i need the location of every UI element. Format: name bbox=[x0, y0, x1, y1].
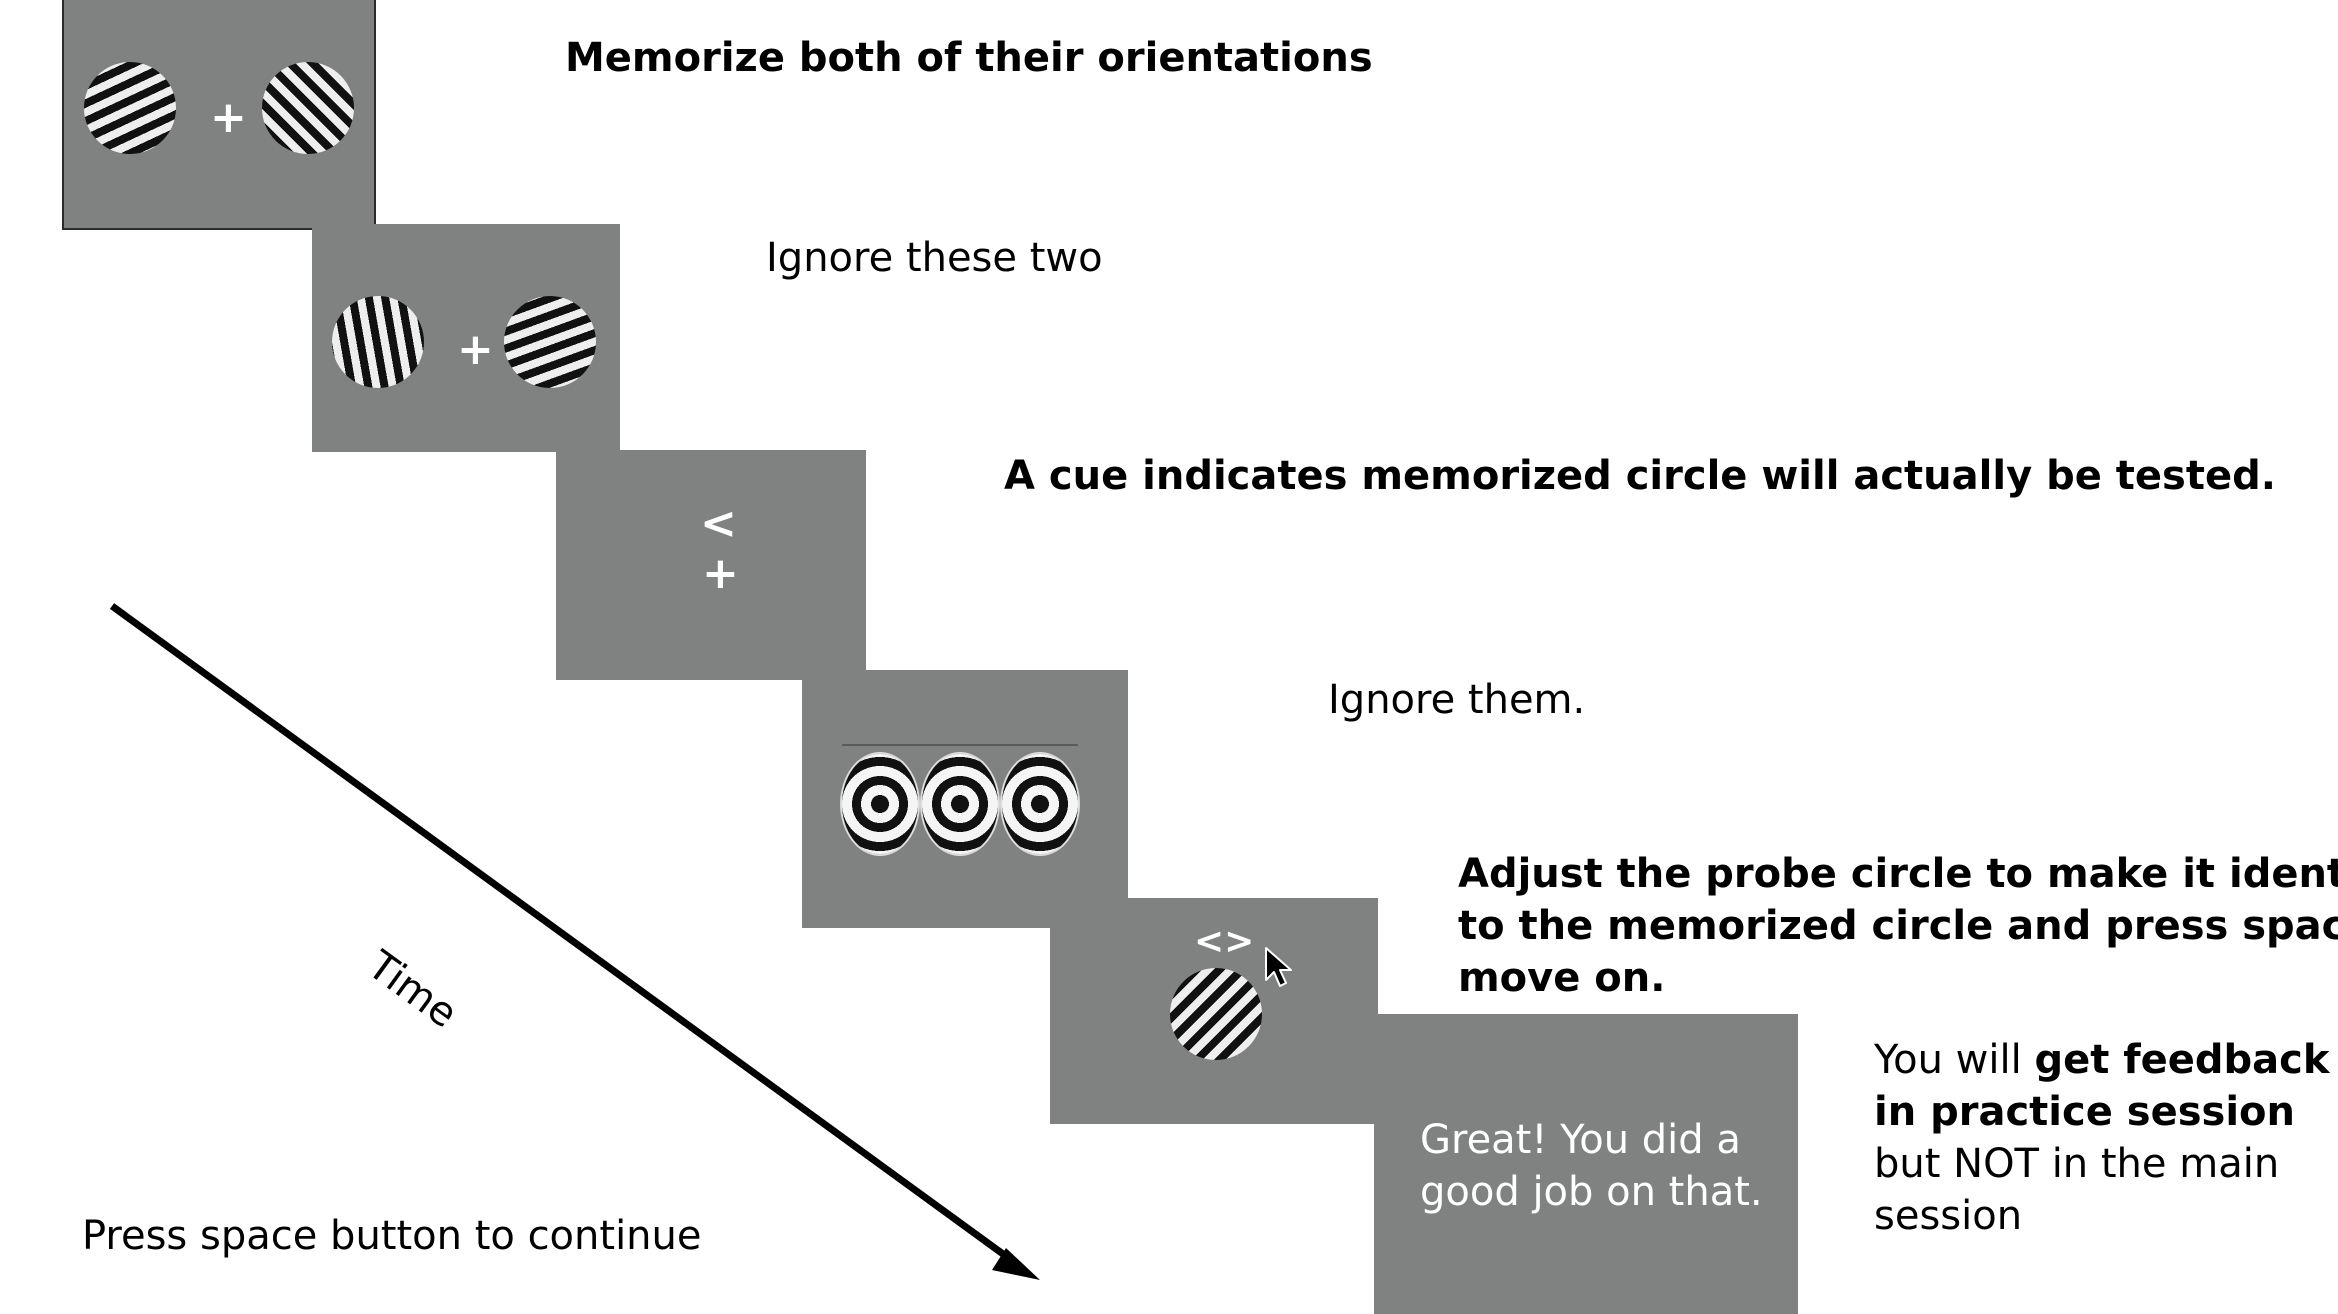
probe-instruction-line: move on. bbox=[1458, 955, 1666, 1001]
feedback-note-line: You will get feedback bbox=[1874, 1037, 2330, 1083]
mask-screen bbox=[802, 670, 1128, 928]
fixation-cross: + bbox=[702, 548, 739, 599]
concentric-ring bbox=[842, 754, 918, 854]
feedback-screen: Great! You did a good job on that. bbox=[1374, 1014, 1798, 1314]
feedback-note-line: but NOT in the main bbox=[1874, 1141, 2280, 1187]
fixation-cross: + bbox=[210, 92, 247, 143]
feedback-line: good job on that. bbox=[1420, 1169, 1763, 1215]
distract-instruction: Ignore these two bbox=[766, 235, 1103, 281]
cue-arrow: < bbox=[700, 498, 737, 549]
grating-left-vertical bbox=[332, 296, 424, 388]
probe-cue: <> bbox=[1194, 921, 1255, 962]
mask-line bbox=[842, 744, 1078, 746]
grating-right-horizontal bbox=[504, 296, 596, 388]
probe-instruction-line: Adjust the probe circle to make it ident… bbox=[1458, 851, 2338, 897]
concentric-ring bbox=[922, 754, 998, 854]
feedback-note-line: in practice session bbox=[1874, 1089, 2295, 1135]
probe-instruction-line: to the memorized circle and press space … bbox=[1458, 903, 2338, 949]
grating-right-diagonal bbox=[262, 62, 354, 154]
mouse-pointer-icon bbox=[1265, 947, 1292, 987]
continue-prompt: Press space button to continue bbox=[82, 1213, 702, 1259]
feedback-line: Great! You did a bbox=[1420, 1117, 1741, 1163]
feedback-note: You will get feedback in practice sessio… bbox=[1874, 1034, 2329, 1242]
cue-screen: < + bbox=[556, 450, 866, 680]
encode-instruction: Memorize both of their orientations bbox=[565, 35, 1373, 81]
probe-instruction: Adjust the probe circle to make it ident… bbox=[1458, 848, 2338, 1004]
mask-instruction: Ignore them. bbox=[1328, 677, 1586, 723]
concentric-ring bbox=[1002, 754, 1078, 854]
probe-grating[interactable] bbox=[1170, 968, 1262, 1060]
probe-screen: <> bbox=[1050, 898, 1378, 1124]
distractor-screen: + bbox=[312, 224, 620, 452]
encoding-screen: + bbox=[62, 0, 376, 230]
feedback-note-line: session bbox=[1874, 1193, 2023, 1239]
fixation-cross: + bbox=[457, 324, 494, 375]
grating-left-horizontal bbox=[84, 62, 176, 154]
cue-instruction: A cue indicates memorized circle will ac… bbox=[1004, 453, 2276, 499]
